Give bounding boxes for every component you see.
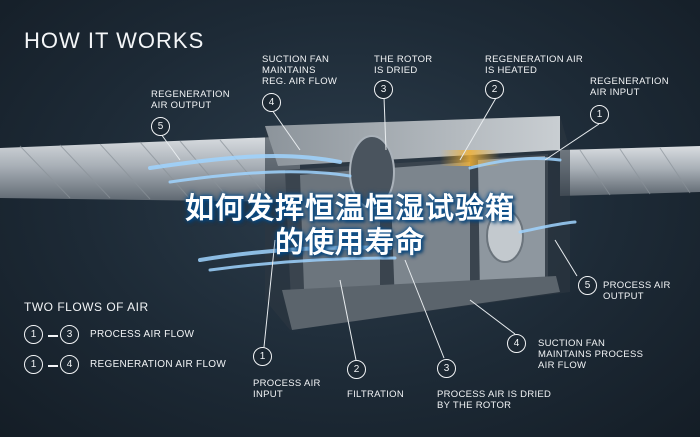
callout-process-dried-label: PROCESS AIR IS DRIED BY THE ROTOR	[437, 389, 552, 411]
legend-label: PROCESS AIR FLOW	[90, 329, 195, 340]
callout-regeneration-air-input-label: REGENERATION AIR INPUT	[590, 76, 669, 98]
legend-row-regeneration: 1 4 REGENERATION AIR FLOW	[24, 355, 244, 375]
legend-from-badge: 1	[24, 355, 43, 374]
dehumidifier-unit	[265, 116, 570, 330]
overlay-title-line-2: 的使用寿命	[274, 225, 425, 259]
callout-process-air-input-label: PROCESS AIR INPUT	[253, 378, 321, 400]
callout-process-1-badge: 1	[253, 347, 272, 366]
callout-2-badge: 2	[485, 80, 504, 99]
callout-regeneration-heated-label: REGENERATION AIR IS HEATED	[485, 54, 584, 76]
callout-4-badge: 4	[262, 93, 281, 112]
callout-process-air-output-label: PROCESS AIR OUTPUT	[603, 280, 671, 302]
legend-to-badge: 4	[60, 355, 79, 374]
legend-dash	[48, 335, 58, 337]
callout-process-4-badge: 4	[507, 334, 526, 353]
callout-filtration-label: FILTRATION	[347, 389, 405, 400]
legend-to-badge: 3	[60, 325, 79, 344]
callout-regeneration-air-output-label: REGENERATION AIR OUTPUT	[151, 89, 230, 111]
callout-process-5-badge: 5	[578, 276, 597, 295]
legend-title: TWO FLOWS OF AIR	[24, 300, 149, 314]
leader-lines	[160, 96, 600, 361]
legend-from-badge: 1	[24, 325, 43, 344]
airflow-ribbons	[148, 153, 577, 272]
callout-1-badge: 1	[590, 105, 609, 124]
page-title: HOW IT WORKS	[24, 28, 205, 53]
callout-5-badge: 5	[151, 117, 170, 136]
regeneration-duct-right	[560, 146, 700, 196]
callout-suction-fan-process-label: SUCTION FAN MAINTAINS PROCESS AIR FLOW	[538, 338, 644, 371]
callout-process-2-badge: 2	[347, 360, 366, 379]
callout-process-3-badge: 3	[437, 359, 456, 378]
legend-dash	[48, 365, 58, 367]
legend-row-process: 1 3 PROCESS AIR FLOW	[24, 325, 244, 345]
callout-rotor-dried-label: THE ROTOR IS DRIED	[374, 54, 433, 76]
callout-3-badge: 3	[374, 80, 393, 99]
overlay-title-line-1: 如何发挥恒温恒湿试验箱	[184, 191, 515, 225]
legend-label: REGENERATION AIR FLOW	[90, 359, 227, 370]
callout-suction-fan-reg-label: SUCTION FAN MAINTAINS REG. AIR FLOW	[262, 54, 338, 87]
